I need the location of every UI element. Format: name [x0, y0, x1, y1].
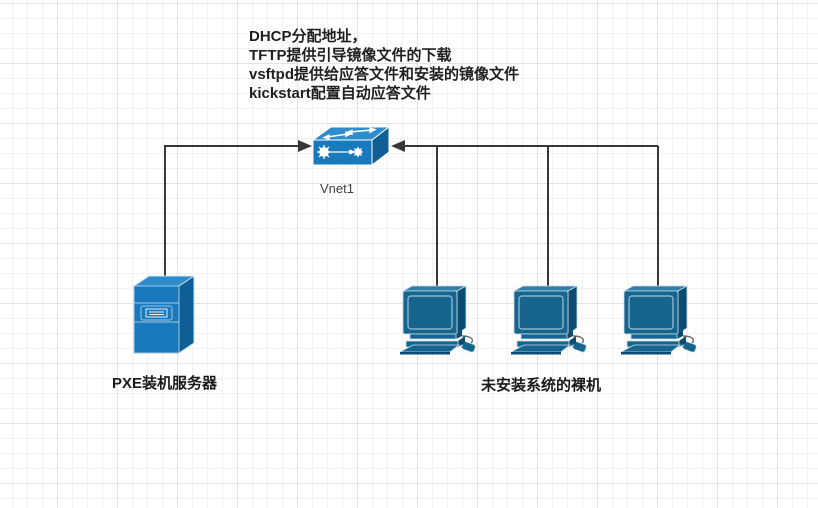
switch-label: Vnet1 — [320, 181, 354, 196]
client-computer-icon-3 — [620, 285, 697, 355]
switch-icon — [312, 126, 390, 166]
annotation-line-kickstart: kickstart配置自动应答文件 — [249, 85, 431, 102]
connector-server-to-switch — [164, 145, 299, 276]
annotation-line-vsftpd: vsftpd提供给应答文件和安装的镜像文件 — [249, 66, 520, 83]
arrowhead-into-switch-left — [298, 140, 312, 152]
annotation-text: DHCP分配地址， TFTP提供引导镜像文件的下载 vsftpd提供给应答文件和… — [249, 27, 519, 103]
arrowhead-into-switch-right — [391, 140, 405, 152]
client-computer-icon-2 — [510, 285, 587, 355]
server-label: PXE装机服务器 — [112, 375, 218, 392]
client-computer-icon-1 — [399, 285, 476, 355]
annotation-line-tftp: TFTP提供引导镜像文件的下载 — [249, 47, 452, 64]
server-icon — [133, 275, 195, 354]
clients-label: 未安装系统的裸机 — [481, 377, 602, 394]
annotation-line-dhcp: DHCP分配地址， — [249, 28, 367, 45]
